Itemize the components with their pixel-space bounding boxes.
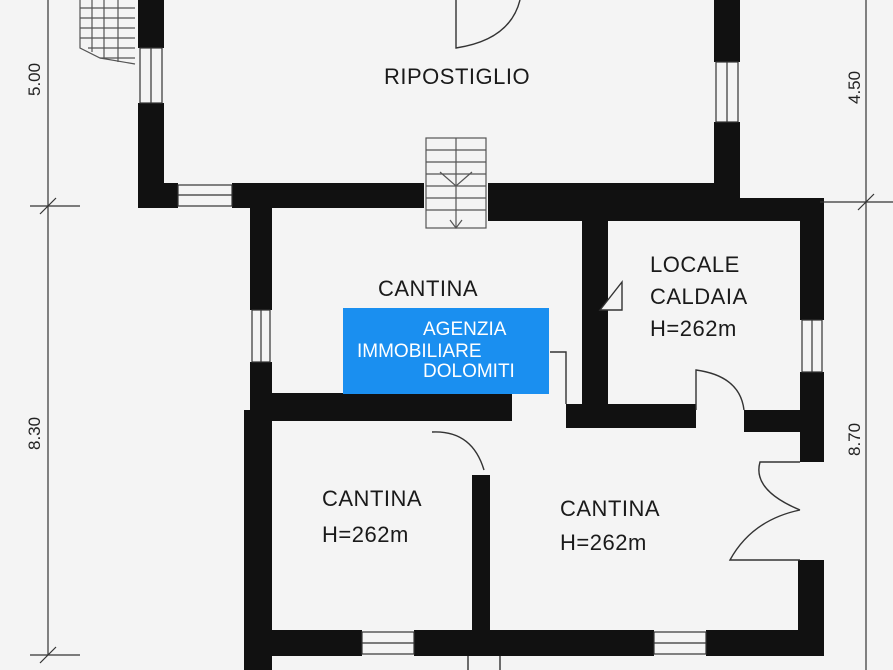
dimension-right-bottom: 8.70 <box>845 423 864 456</box>
logo-line-immobiliare: IMMOBILIARE <box>357 341 482 362</box>
windows <box>139 47 823 655</box>
agency-watermark-logo: AGENZIA IMMOBILIARE DOLOMITI <box>343 308 549 394</box>
room-ripostiglio: RIPOSTIGLIO <box>384 64 530 89</box>
room-locale-caldaia-height: H=262m <box>650 316 737 341</box>
room-cantina-right: CANTINA <box>560 496 660 521</box>
walls <box>138 0 824 670</box>
dimension-lines <box>30 0 893 670</box>
room-cantina-right-height: H=262m <box>560 530 647 555</box>
inner-staircase <box>425 137 487 229</box>
room-cantina-left-height: H=262m <box>322 522 409 547</box>
room-locale-caldaia-line2: CALDAIA <box>650 284 748 309</box>
room-cantina-left: CANTINA <box>322 486 422 511</box>
room-locale-caldaia-line1: LOCALE <box>650 252 740 277</box>
room-cantina-top: CANTINA <box>378 276 478 301</box>
dimension-right-top: 4.50 <box>845 71 864 104</box>
dimension-left-bottom: 8.30 <box>25 417 44 450</box>
doors <box>431 0 801 670</box>
logo-line-dolomiti: DOLOMITI <box>423 361 515 382</box>
staircase-top-left <box>79 0 136 65</box>
logo-line-agenzia: AGENZIA <box>423 319 507 340</box>
dimension-left-top: 5.00 <box>25 63 44 96</box>
